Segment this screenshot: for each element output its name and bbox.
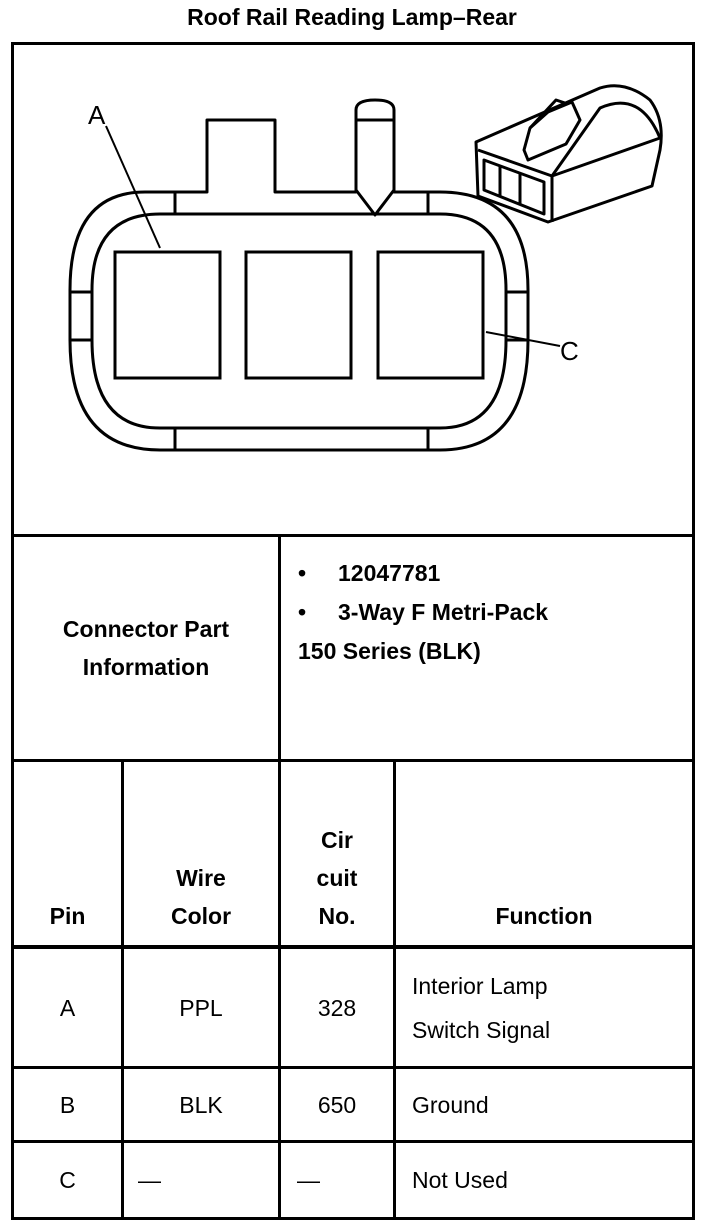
- rule-col-circuit: [393, 759, 396, 1220]
- header-function: Function: [495, 903, 593, 929]
- part-number-row: • 12047781: [298, 554, 548, 593]
- header-wire-color: Wire Color: [170, 865, 232, 929]
- cavity-label-c: C: [560, 336, 579, 366]
- part-number: 12047781: [338, 560, 441, 586]
- description-row: • 3-Way F Metri-Pack: [298, 593, 548, 632]
- header-circuit-no: Cir cuit No.: [316, 827, 358, 929]
- rule-under-drawing: [11, 534, 695, 537]
- function-cell: Interior Lamp Switch Signal: [412, 972, 551, 1043]
- cavity-label-a: A: [88, 100, 106, 130]
- cavity-a: [113, 250, 222, 380]
- wire-color-cell: BLK: [179, 1091, 223, 1118]
- connector-table-frame: [11, 42, 695, 1220]
- wire-color-cell: PPL: [179, 994, 223, 1021]
- function-cell: Ground: [412, 1091, 489, 1118]
- description-line2: 150 Series (BLK): [298, 638, 481, 664]
- connector-info-label-line1: Connector Part: [62, 616, 230, 642]
- cavity-c: [376, 250, 485, 380]
- connector-inner-shell: [90, 212, 508, 430]
- description-line1: 3-Way F Metri-Pack: [338, 599, 549, 625]
- table-row: A: [14, 949, 121, 1066]
- circuit-cell: 328: [317, 994, 357, 1021]
- rule-under-row-b: [11, 1140, 695, 1143]
- table-row: B: [14, 1069, 121, 1140]
- connector-iso-icon: [474, 84, 663, 224]
- rule-col-pin: [121, 759, 124, 1220]
- page-title: Roof Rail Reading Lamp–Rear: [187, 4, 517, 30]
- table-row: C: [14, 1143, 121, 1217]
- connector-info-label-line2: Information: [82, 654, 210, 680]
- leader-line-a: [105, 125, 161, 249]
- pin-cell: A: [59, 994, 76, 1021]
- rule-under-connector-info: [11, 759, 695, 762]
- bullet-2: •: [298, 599, 307, 625]
- circuit-cell: —: [297, 1167, 320, 1193]
- pin-cell: C: [59, 1167, 76, 1193]
- rule-under-row-a: [11, 1066, 695, 1069]
- header-pin: Pin: [49, 903, 86, 929]
- leader-line-c: [485, 331, 561, 347]
- pin-cell: B: [59, 1091, 76, 1118]
- cavity-b: [244, 250, 353, 380]
- rule-col-wire: [278, 759, 281, 1220]
- bullet-1: •: [298, 560, 307, 586]
- connector-info-label: Connector Part Information: [14, 537, 278, 759]
- wire-color-cell: —: [138, 1167, 161, 1193]
- rule-under-header: [11, 945, 695, 949]
- connector-face-drawing: A C: [68, 84, 663, 452]
- function-cell: Not Used: [412, 1167, 508, 1193]
- connector-outer-shell: [68, 98, 530, 452]
- circuit-cell: 650: [317, 1091, 357, 1118]
- rule-connector-info-divider: [278, 534, 281, 762]
- connector-info-values: • 12047781 • 3-Way F Metri-Pack 150 Seri…: [298, 554, 548, 671]
- connector-latch: [354, 189, 396, 217]
